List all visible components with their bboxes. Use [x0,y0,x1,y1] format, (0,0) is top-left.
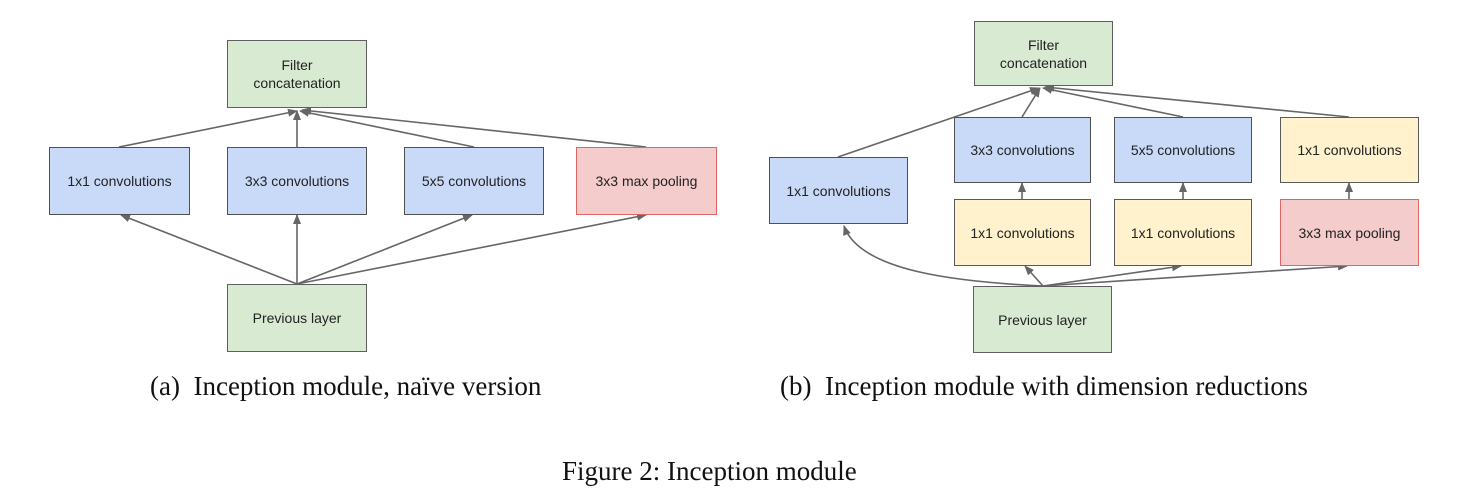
b-max-pooling: 3x3 max pooling [1280,199,1419,266]
arrow-b-prev-to-1x1 [843,225,1044,287]
arrow-b-prev-to-reduce3x3 [1024,265,1044,287]
a-max-pooling: 3x3 max pooling [576,147,717,215]
arrow-a-prev-to-5x5 [296,214,473,285]
arrow-b-prev-to-reduce5x5 [1042,263,1182,287]
b-reduce-1x1-for-3x3: 1x1 convolutions [954,199,1091,266]
a-conv-5x5: 5x5 convolutions [404,147,544,215]
arrow-b-3x3-to-concat [1021,87,1041,118]
b-conv-5x5: 5x5 convolutions [1114,117,1252,183]
a-conv-3x3: 3x3 convolutions [227,147,367,215]
caption-a: (a) Inception module, naïve version [150,371,542,401]
arrow-b-5x5-to-concat [1042,85,1184,118]
a-filter-concatenation: Filter concatenation [227,40,367,108]
arrow-a-prev-to-1x1 [120,214,298,285]
a-filter-concat-line2: concatenation [253,75,341,91]
a-conv-1x1: 1x1 convolutions [49,147,190,215]
arrow-b-prev-to-pool [1042,262,1348,287]
b-conv-1x1-direct: 1x1 convolutions [769,157,908,224]
b-filter-concatenation: Filter concatenation [974,21,1113,86]
arrow-a-pool-to-concat [301,106,647,148]
b-conv-1x1-pool-proj: 1x1 convolutions [1280,117,1419,183]
figure-caption: Figure 2: Inception module [562,456,857,486]
b-conv-3x3: 3x3 convolutions [954,117,1091,183]
b-filter-concat-line2: concatenation [999,54,1088,71]
b-filter-concat-line1: Filter [1027,36,1060,53]
a-filter-concat-line1: Filter [281,57,313,73]
arrow-b-poolproj-to-concat [1044,83,1350,118]
arrow-a-prev-to-pool [296,212,647,285]
arrow-a-1x1-to-concat [118,108,298,148]
arrow-a-5x5-to-concat [299,108,475,148]
b-reduce-1x1-for-5x5: 1x1 convolutions [1114,199,1252,266]
arrow-b-1x1-to-concat [837,87,1040,158]
b-previous-layer: Previous layer [973,286,1112,353]
caption-b: (b) Inception module with dimension redu… [780,371,1308,401]
a-previous-layer: Previous layer [227,284,367,352]
